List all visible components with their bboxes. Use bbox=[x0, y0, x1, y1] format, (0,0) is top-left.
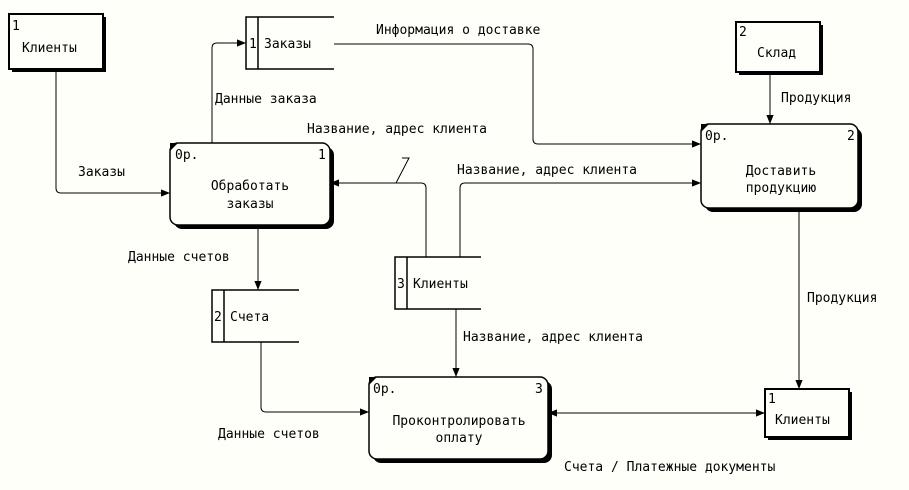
external-entity-clients-bottom[interactable]: 1 Клиенты bbox=[764, 388, 852, 440]
process-cost: 0р. bbox=[373, 382, 396, 397]
flow-arrow-orders bbox=[55, 72, 170, 197]
external-entity-clients-top[interactable]: 1 Клиенты bbox=[8, 13, 106, 72]
store-label: Счета bbox=[230, 310, 269, 325]
external-label: Клиенты bbox=[775, 413, 830, 428]
process-control-payment[interactable]: 0р. 3 Проконтролировать оплату bbox=[368, 376, 552, 463]
flow-label-delivery-info: Информация о доставке bbox=[376, 23, 541, 38]
flow-label-invoice-data-2: Данные счетов bbox=[218, 427, 320, 442]
flow-label-products-out: Продукция bbox=[807, 291, 877, 306]
flow-label-invoices-payments: Счета / Платежные документы bbox=[564, 460, 775, 475]
flow-label-client-info-3: Название, адрес клиента bbox=[463, 330, 643, 345]
store-number: 1 bbox=[249, 37, 257, 52]
process-label-line2: заказы bbox=[227, 197, 274, 212]
process-label-line2: оплату bbox=[436, 431, 483, 446]
store-number: 2 bbox=[214, 310, 222, 325]
process-number: 2 bbox=[847, 129, 855, 144]
process-process-orders[interactable]: 0р. 1 Обработать заказы bbox=[169, 142, 334, 229]
flow-label-products-in: Продукция bbox=[781, 91, 851, 106]
external-label: Клиенты bbox=[22, 41, 77, 56]
flow-label-invoice-data-1: Данные счетов bbox=[128, 250, 230, 265]
flow-arrow-invoice-data-to-payment bbox=[260, 342, 369, 416]
external-number: 2 bbox=[739, 25, 747, 40]
external-number: 1 bbox=[768, 392, 776, 407]
flow-arrow-delivery-info bbox=[334, 43, 701, 148]
external-entity-warehouse[interactable]: 2 Склад bbox=[735, 21, 823, 75]
flow-arrow-client-info-to-deliver bbox=[459, 179, 701, 257]
data-store-orders[interactable]: 1 Заказы bbox=[245, 16, 334, 70]
flow-label-client-info-2: Название, адрес клиента bbox=[457, 163, 637, 178]
process-label-line1: Доставить bbox=[746, 164, 816, 179]
external-number: 1 bbox=[12, 19, 20, 34]
store-number: 3 bbox=[397, 277, 405, 292]
flow-label-client-info-1: Название, адрес клиента bbox=[307, 122, 487, 137]
process-cost: 0р. bbox=[705, 129, 728, 144]
flow-arrow-client-info-to-orders bbox=[395, 157, 427, 257]
data-store-clients[interactable]: 3 Клиенты bbox=[394, 256, 481, 310]
store-label: Заказы bbox=[264, 37, 311, 52]
external-label: Склад bbox=[757, 46, 796, 61]
process-deliver-products[interactable]: 0р. 2 Доставить продукцию bbox=[700, 123, 862, 212]
process-number: 3 bbox=[535, 382, 543, 397]
flow-label-orders: Заказы bbox=[78, 165, 125, 180]
process-label-line1: Проконтролировать bbox=[392, 414, 525, 429]
flow-label-order-data: Данные заказа bbox=[215, 92, 317, 107]
process-number: 1 bbox=[318, 148, 326, 163]
process-label-line1: Обработать bbox=[211, 179, 289, 194]
store-label: Клиенты bbox=[413, 277, 468, 292]
data-store-invoices[interactable]: 2 Счета bbox=[211, 289, 299, 343]
flow-arrow-order-data bbox=[211, 39, 246, 143]
process-cost: 0р. bbox=[175, 148, 198, 163]
process-label-line2: продукцию bbox=[746, 181, 817, 196]
